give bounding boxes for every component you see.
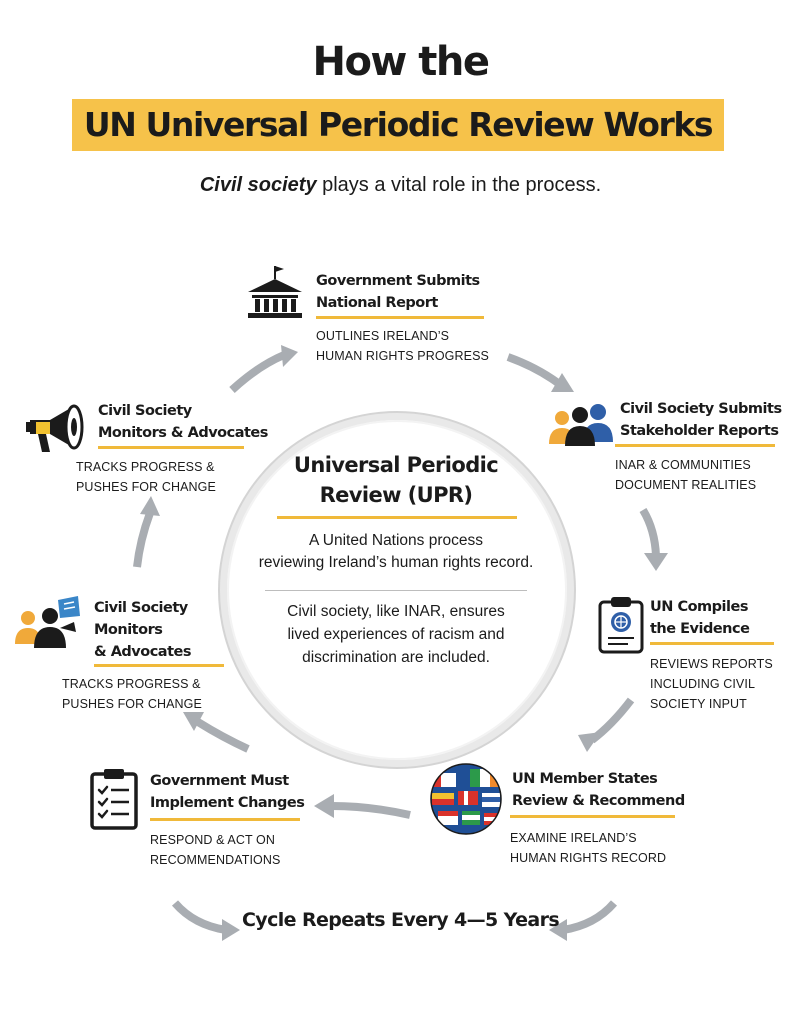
center-description-line-1: A United Nations process xyxy=(308,532,484,549)
center-note-line-1: Civil society, like INAR, ensures xyxy=(287,603,505,620)
arrow-top-right xyxy=(506,353,561,387)
step-1-rule xyxy=(316,316,484,319)
arrow-left-lower xyxy=(195,718,250,753)
arrow-footer-right xyxy=(562,900,618,934)
title-line-2: UN Universal Periodic Review Works xyxy=(83,105,714,144)
step-6-desc: TRACKS PROGRESS & PUSHES FOR CHANGE xyxy=(62,677,202,711)
step-7-rule xyxy=(98,446,244,449)
step-1-desc: OUTLINES IRELAND’S HUMAN RIGHTS PROGRESS xyxy=(316,329,489,363)
center-title-line-2: Review (UPR) xyxy=(319,483,473,507)
center-title-line-1: Universal Periodic xyxy=(293,453,499,477)
step-6-title: Civil Society Monitors & Advocates xyxy=(94,600,191,660)
arrow-right-upper xyxy=(639,507,660,557)
arrow-footer-left xyxy=(171,900,227,934)
step-3-desc: REVIEWS REPORTS INCLUDING CIVIL SOCIETY … xyxy=(650,657,773,711)
subtitle-bold: Civil society xyxy=(199,174,317,196)
step-7-desc: TRACKS PROGRESS & PUSHES FOR CHANGE xyxy=(76,460,216,494)
subtitle: Civil society plays a vital role in the … xyxy=(0,172,801,198)
step-4-rule xyxy=(510,815,675,818)
step-3-rule xyxy=(650,642,774,645)
step-5-rule xyxy=(150,818,300,821)
arrow-top-left xyxy=(229,351,286,393)
step-6-rule xyxy=(94,664,224,667)
step-2-rule xyxy=(615,444,775,447)
clipboard-un-icon xyxy=(598,597,644,654)
step-1-title: Government Submits National Report xyxy=(316,273,480,311)
step-7-title: Civil Society Monitors & Advocates xyxy=(98,403,268,441)
step-2-desc: INAR & COMMUNITIES DOCUMENT REALITIES xyxy=(615,458,757,492)
step-4-title: UN Member States Review & Recommend xyxy=(512,771,685,809)
center-title: Universal Periodic Review (UPR) xyxy=(270,450,522,510)
step-2-title: Civil Society Submits Stakeholder Report… xyxy=(620,401,782,439)
center-title-rule xyxy=(277,516,517,519)
center-divider xyxy=(265,590,527,591)
center-note-line-2: lived experiences of racism and xyxy=(287,626,505,643)
step-5-title: Government Must Implement Changes xyxy=(150,773,305,811)
cycle-repeats-text: Cycle Repeats Every 4—5 Years xyxy=(241,909,560,931)
subtitle-rest: plays a vital role in the process. xyxy=(316,174,602,196)
step-5-desc: RESPOND & ACT ON RECOMMENDATIONS xyxy=(150,833,281,867)
flags-globe-icon xyxy=(430,763,502,835)
center-description-line-2: reviewing Ireland’s human rights record. xyxy=(258,554,534,571)
government-building-icon xyxy=(248,266,302,318)
center-note: Civil society, like INAR, ensures lived … xyxy=(250,600,542,669)
arrow-bottom xyxy=(331,802,411,819)
people-megaphone-icon xyxy=(15,596,80,648)
people-group-icon xyxy=(549,404,613,446)
megaphone-icon xyxy=(26,404,84,452)
step-3-title: UN Compiles the Evidence xyxy=(650,599,750,637)
checklist-icon xyxy=(90,769,138,830)
title-line-1: How the xyxy=(312,39,490,85)
arrow-left-upper xyxy=(133,511,154,568)
center-note-line-3: discrimination are included. xyxy=(302,649,490,666)
step-4-desc: EXAMINE IRELAND’S HUMAN RIGHTS RECORD xyxy=(510,831,667,865)
center-description: A United Nations process reviewing Irela… xyxy=(245,530,547,574)
title-banner: UN Universal Periodic Review Works xyxy=(72,99,724,151)
